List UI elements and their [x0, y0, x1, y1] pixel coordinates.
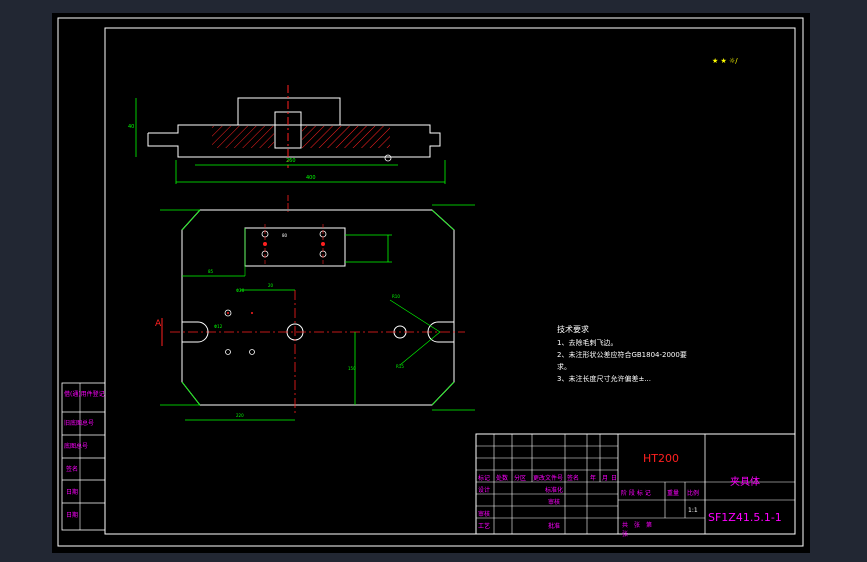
technical-notes: 技术要求 1、去除毛刺飞边。 2、未注形状公差应符合GB1804-2000要 求… — [557, 324, 687, 383]
tb-sheets: 共 张 第 — [622, 521, 652, 529]
outer-frame — [57, 17, 804, 547]
tb-weight: 重量 — [667, 489, 679, 497]
left-info-strip: 借(通)用件登记 旧底图总号 底图总号 签名 日期 日期 — [61, 382, 106, 531]
plan-hole-spacing: 80 — [282, 233, 288, 238]
tb-header-2: 分区 — [514, 474, 526, 482]
dim-plan-side: 85 — [208, 269, 214, 274]
title-block: HT200 夹具体 SF1Z41.5.1-1 标记 处数 分区 更改文件号 签名… — [475, 433, 796, 538]
notes-line-3: 3、未注长度尺寸允许偏差±... — [557, 374, 651, 383]
material: HT200 — [643, 452, 679, 465]
dim-diameter: Φ12 — [214, 324, 223, 329]
tb-stage-mark: 阶 段 标 记 — [621, 489, 651, 497]
chamfer-bl — [181, 381, 201, 406]
dim-radius-a: R10 — [392, 294, 400, 299]
tb-header-4: 签名 — [567, 474, 579, 482]
dim-bottom-length: 220 — [236, 413, 244, 418]
tb-header-3: 更改文件号 — [533, 474, 563, 482]
tb-reviewer: 审核 — [478, 510, 490, 518]
part-name: 夹具体 — [730, 475, 760, 488]
section-outline-top — [237, 97, 341, 125]
left-strip-label-2: 旧底图总号 — [64, 419, 94, 427]
drawing-number: SF1Z41.5.1-1 — [708, 511, 782, 524]
locating-hole-2 — [225, 349, 231, 355]
tb-header-5: 年 — [590, 474, 596, 482]
locating-hole-1 — [224, 309, 232, 317]
section-outline-body — [147, 124, 441, 158]
tb-approve: 批准 — [548, 522, 560, 530]
notes-line-1: 1、去除毛刺飞边。 — [557, 338, 617, 347]
dim-left-offset: 20 — [268, 283, 274, 288]
tb-scale: 比例 — [687, 489, 699, 497]
dim-vertical: 150 — [348, 366, 356, 371]
left-strip-label-5: 日期 — [66, 488, 78, 496]
left-strip-box — [61, 382, 106, 531]
dim-slot: Φ20 — [236, 288, 245, 293]
tb-standardization: 标准化 — [545, 486, 563, 494]
section-hole-mark — [384, 154, 392, 162]
hatch-left — [212, 126, 274, 148]
tb-header-0: 标记 — [478, 474, 490, 482]
tb-header-7: 日 — [611, 475, 617, 482]
dim-radius-b: R15 — [396, 364, 404, 369]
chamfer-br — [431, 381, 455, 406]
notes-heading: 技术要求 — [557, 324, 589, 334]
leader-1 — [389, 299, 441, 333]
tb-sheet-suffix: 张 — [622, 530, 628, 538]
right-slot — [427, 321, 454, 343]
tb-designer: 设计 — [478, 486, 490, 494]
locating-hole-4 — [251, 312, 253, 314]
left-slot — [182, 321, 209, 343]
dim-inner: 260 — [286, 158, 296, 164]
locating-hole-1-center — [227, 312, 229, 314]
locating-hole-3 — [249, 349, 255, 355]
section-label: A — [155, 319, 162, 329]
drawing-sheet — [52, 13, 810, 553]
chamfer-tr — [431, 209, 455, 231]
leader-2 — [399, 331, 441, 366]
left-strip-label-6: 日期 — [66, 511, 78, 519]
dim-height: 40 — [128, 124, 134, 130]
section-view: 40 260 400 — [128, 85, 446, 184]
tb-header-6: 月 — [602, 475, 608, 482]
plan-view: 80 20 220 150 85 R10 R15 — [155, 195, 475, 421]
notes-line-2: 2、未注形状公差应符合GB1804-2000要 — [557, 350, 687, 359]
tb-scale-value: 1:1 — [688, 507, 698, 514]
dim-overall: 400 — [306, 175, 316, 181]
left-strip-label-3: 底图总号 — [64, 442, 88, 450]
hatch-right — [302, 126, 390, 148]
tb-check: 审核 — [548, 498, 560, 506]
left-strip-label-1: 借(通)用件登记 — [64, 390, 105, 398]
inner-frame — [104, 27, 796, 535]
title-block-frame — [475, 433, 796, 535]
tb-header-1: 处数 — [496, 474, 508, 482]
surface-roughness-mark: ★ ★ ☼/ — [712, 57, 738, 65]
tb-craft: 工艺 — [478, 522, 490, 530]
notes-line-2b: 求。 — [557, 362, 571, 371]
left-strip-label-4: 签名 — [66, 465, 78, 473]
chamfer-tl — [181, 209, 201, 231]
